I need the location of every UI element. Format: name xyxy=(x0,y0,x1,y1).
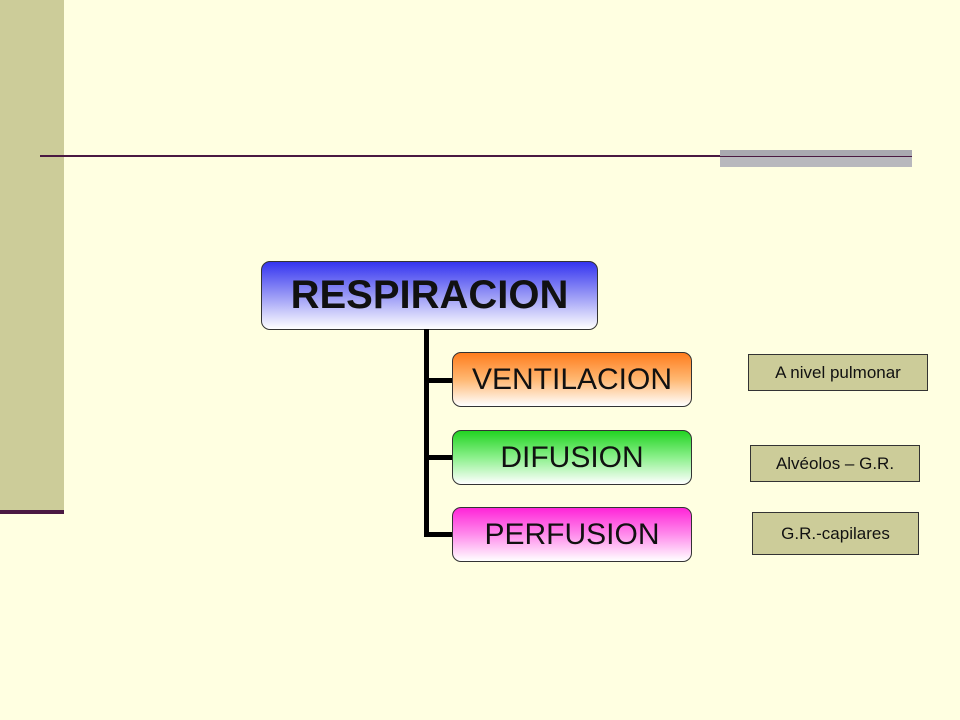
divider-accent-bottom xyxy=(720,157,912,167)
diagram-node-perfusion: PERFUSION xyxy=(452,507,692,562)
divider-accent-top xyxy=(720,150,912,156)
diagram-root-respiracion: RESPIRACION xyxy=(261,261,598,330)
tree-connector-ventilacion xyxy=(424,378,454,383)
left-bar-underline xyxy=(0,510,64,514)
diagram-node-difusion: DIFUSION xyxy=(452,430,692,485)
side-label-alveolos: Alvéolos – G.R. xyxy=(750,445,920,482)
tree-connector-perfusion xyxy=(424,532,454,537)
title-divider-line xyxy=(40,155,912,157)
tree-connector-difusion xyxy=(424,455,454,460)
left-decorative-bar xyxy=(0,0,64,512)
tree-connector-vertical xyxy=(424,329,429,537)
side-label-capilares: G.R.-capilares xyxy=(752,512,919,555)
diagram-node-ventilacion: VENTILACION xyxy=(452,352,692,407)
side-label-pulmonar: A nivel pulmonar xyxy=(748,354,928,391)
